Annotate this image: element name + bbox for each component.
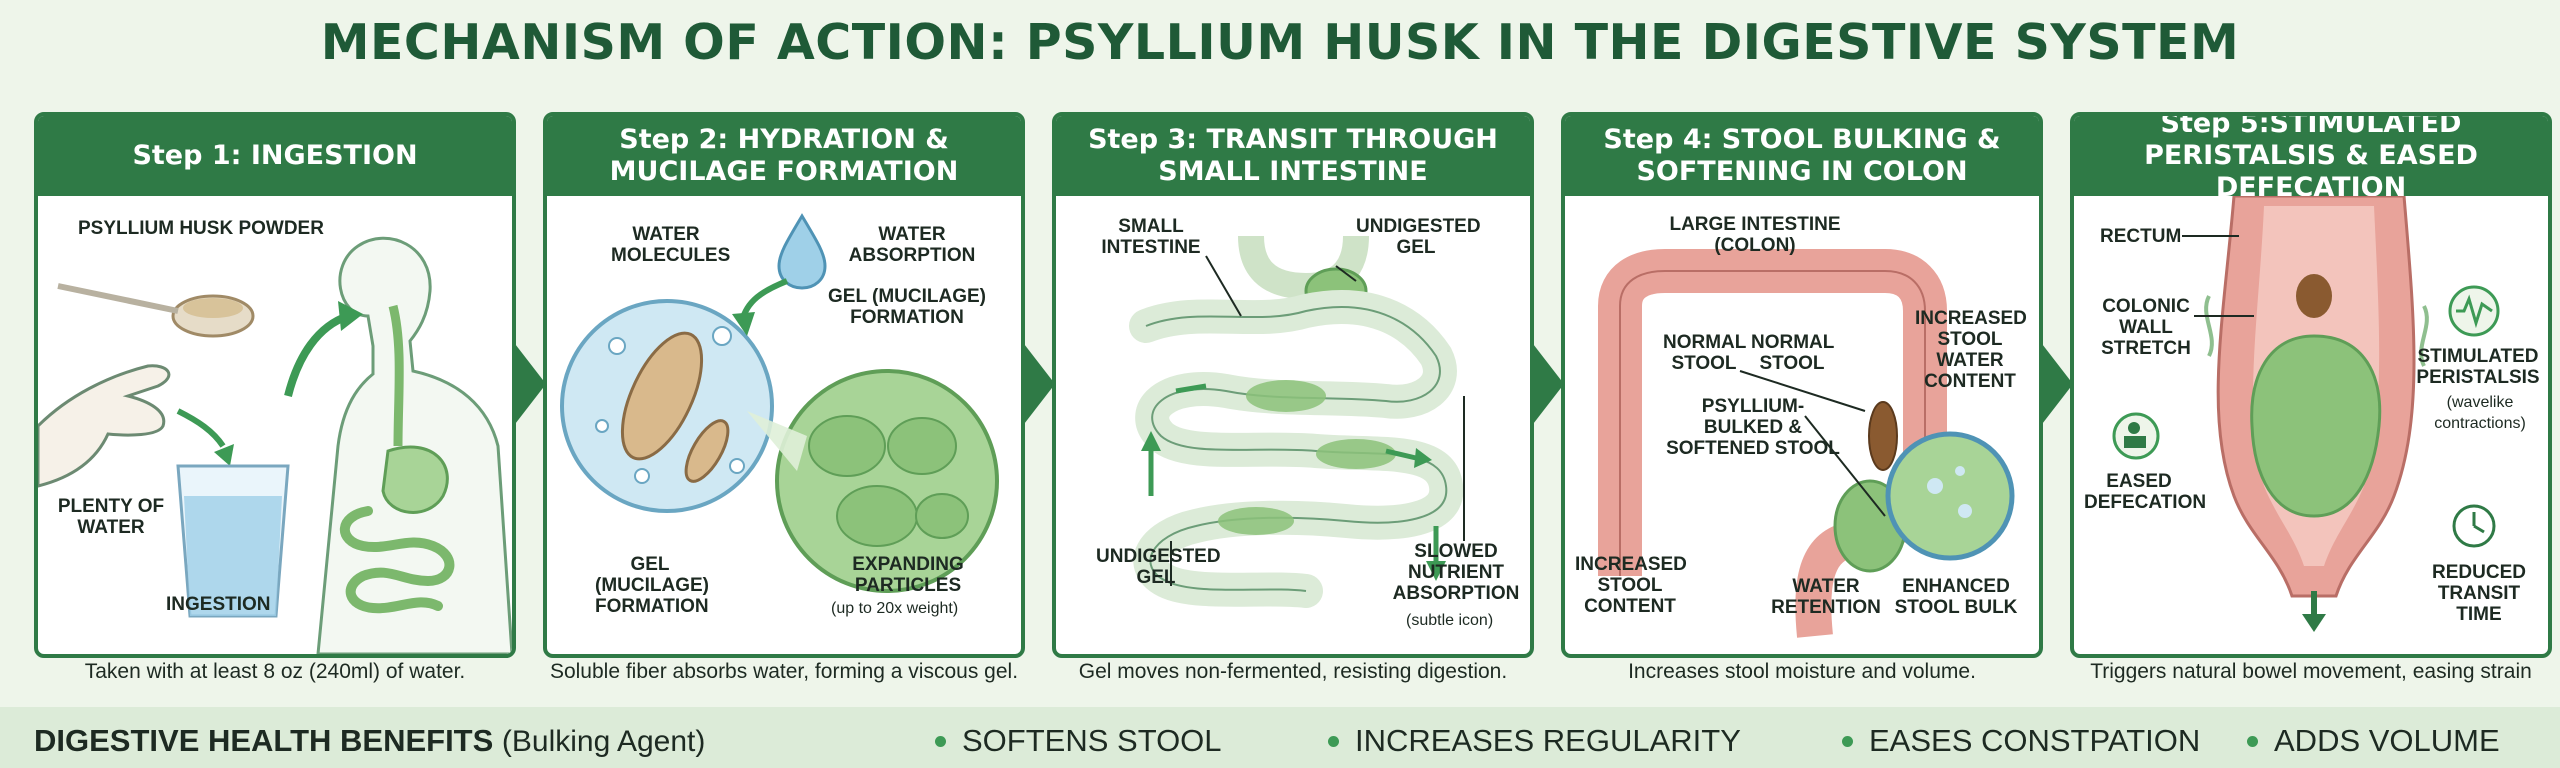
normal-stool-icon xyxy=(1868,401,1898,471)
hand-icon xyxy=(38,364,171,488)
step-1-illustration: PSYLLIUM HUSK POWDER PLENTY OF WATER ING… xyxy=(38,196,512,654)
label-normal-stool-1: NORMAL STOOL xyxy=(1663,332,1747,374)
arrow-to-mouth xyxy=(284,312,350,397)
benefits-footer: DIGESTIVE HEALTH BENEFITS (Bulking Agent… xyxy=(0,707,2560,768)
label-subtle-icon: (subtle icon) xyxy=(1406,612,1494,629)
label-bulked-softened-stool: PSYLLIUM-BULKED & SOFTENED STOOL xyxy=(1666,396,1840,459)
benefits-subtitle: (Bulking Agent) xyxy=(501,725,706,758)
label-up-to-20x: (up to 20x weight) xyxy=(831,600,959,617)
benefit-softens-stool: SOFTENS STOOL xyxy=(935,723,1222,759)
step-3-caption: Gel moves non-fermented, resisting diges… xyxy=(1078,660,1508,683)
label-wavelike-contractions: (wavelike contractions) xyxy=(2434,394,2526,432)
step-arrow-3 xyxy=(1530,340,1564,428)
esophagus xyxy=(388,304,404,447)
step-5-header: Step 5:STIMULATED PERISTALSIS & EASED DE… xyxy=(2074,116,2548,203)
label-large-intestine: LARGE INTESTINE (COLON) xyxy=(1669,214,1841,256)
step-4-illustration: LARGE INTESTINE (COLON) NORMAL STOOL NOR… xyxy=(1565,196,2039,654)
step-2-header: Step 2: HYDRATION & MUCILAGE FORMATION xyxy=(547,116,1021,196)
step-4-panel: Step 4: STOOL BULKING & SOFTENING IN COL… xyxy=(1561,112,2043,658)
label-water-absorption: WATER ABSORPTION xyxy=(848,224,976,266)
step-arrow-4 xyxy=(2039,340,2073,428)
label-increased-stool-content: INCREASED STOOL CONTENT xyxy=(1575,554,1687,617)
label-reduced-transit-time: REDUCED TRANSIT TIME xyxy=(2432,562,2526,625)
step-2-caption: Soluble fiber absorbs water, forming a v… xyxy=(549,660,1019,683)
psyllium-seed-icon xyxy=(620,331,704,461)
step-arrow-1 xyxy=(512,340,546,428)
stool-mass-icon xyxy=(2250,334,2382,518)
step-4-caption: Increases stool moisture and volume. xyxy=(1628,660,1976,683)
stool-magnifier xyxy=(1885,431,2015,561)
step-3-panel: Step 3: TRANSIT THROUGH SMALL INTESTINE xyxy=(1052,112,1534,658)
water-drop-icon xyxy=(777,213,827,290)
benefits-title-text: DIGESTIVE HEALTH BENEFITS xyxy=(34,723,494,758)
label-rectum: RECTUM xyxy=(2100,226,2182,247)
bullet-icon xyxy=(1842,735,1853,747)
step-5-illustration: RECTUM COLONIC WALL STRETCH STIMULATED P… xyxy=(2074,196,2548,654)
label-undigested-gel-bottom: UNDIGESTED GEL xyxy=(1096,546,1221,588)
step-3-illustration: SMALL INTESTINE UNDIGESTED GEL UNDIGESTE… xyxy=(1056,196,1530,654)
stomach-icon xyxy=(381,445,449,514)
bullet-icon xyxy=(1328,735,1339,747)
label-enhanced-stool-bulk: ENHANCED STOOL BULK xyxy=(1894,576,2018,618)
benefit-label: EASES CONSTPATION xyxy=(1869,723,2201,758)
benefits-title: DIGESTIVE HEALTH BENEFITS (Bulking Agent… xyxy=(34,723,705,759)
bullet-icon xyxy=(2247,735,2258,747)
bullet-icon xyxy=(935,735,946,747)
label-gel-formation-bottom: GEL (MUCILAGE) FORMATION xyxy=(595,554,709,617)
benefit-adds-volume: ADDS VOLUME xyxy=(2247,723,2500,759)
label-expanding-particles: EXPANDING PARTICLES xyxy=(852,554,964,596)
label-water-molecules: WATER MOLECULES xyxy=(611,224,731,266)
step-2-illustration: WATER MOLECULES WATER ABSORPTION GEL (MU… xyxy=(547,196,1021,654)
step-2-panel: Step 2: HYDRATION & MUCILAGE FORMATION xyxy=(543,112,1025,658)
label-gel-formation-top: GEL (MUCILAGE) FORMATION xyxy=(828,286,986,328)
step-1-caption: Taken with at least 8 oz (240ml) of wate… xyxy=(84,660,466,683)
label-plenty-of-water: PLENTY OF WATER xyxy=(57,496,165,538)
step-3-header: Step 3: TRANSIT THROUGH SMALL INTESTINE xyxy=(1056,116,1530,196)
intestine-icon xyxy=(339,506,455,614)
step-arrow-2 xyxy=(1021,340,1055,428)
benefit-label: ADDS VOLUME xyxy=(2274,723,2500,758)
label-eased-defecation: EASED DEFECATION xyxy=(2084,471,2207,513)
step-4-header: Step 4: STOOL BULKING & SOFTENING IN COL… xyxy=(1565,116,2039,196)
label-small-intestine: SMALL INTESTINE xyxy=(1101,216,1201,258)
label-ingestion: INGESTION xyxy=(166,594,271,615)
benefit-label: SOFTENS STOOL xyxy=(962,723,1222,758)
benefit-eases-constipation: EASES CONSTPATION xyxy=(1842,723,2200,759)
step-1-header: Step 1: INGESTION xyxy=(38,116,512,196)
label-water-retention: WATER RETENTION xyxy=(1771,576,1881,618)
page-title: MECHANISM OF ACTION: PSYLLIUM HUSK IN TH… xyxy=(320,14,2240,71)
step-5-panel: Step 5:STIMULATED PERISTALSIS & EASED DE… xyxy=(2070,112,2552,658)
benefit-increases-regularity: INCREASES REGULARITY xyxy=(1328,723,1741,759)
label-undigested-gel-top: UNDIGESTED GEL xyxy=(1356,216,1481,258)
step-1-panel: Step 1: INGESTION xyxy=(34,112,516,658)
label-slowed-nutrient-absorption: SLOWED NUTRIENT ABSORPTION xyxy=(1392,541,1520,604)
benefit-label: INCREASES REGULARITY xyxy=(1355,723,1741,758)
step-5-caption: Triggers natural bowel movement, easing … xyxy=(2090,660,2532,683)
label-normal-stool-2: NORMAL STOOL xyxy=(1751,332,1835,374)
label-increased-stool-water: INCREASED STOOL WATER CONTENT xyxy=(1915,308,2027,392)
label-colonic-wall-stretch: COLONIC WALL STRETCH xyxy=(2101,296,2191,359)
label-stimulated-peristalsis: STIMULATED PERISTALSIS xyxy=(2416,346,2540,388)
label-psyllium-powder: PSYLLIUM HUSK POWDER xyxy=(78,218,324,239)
